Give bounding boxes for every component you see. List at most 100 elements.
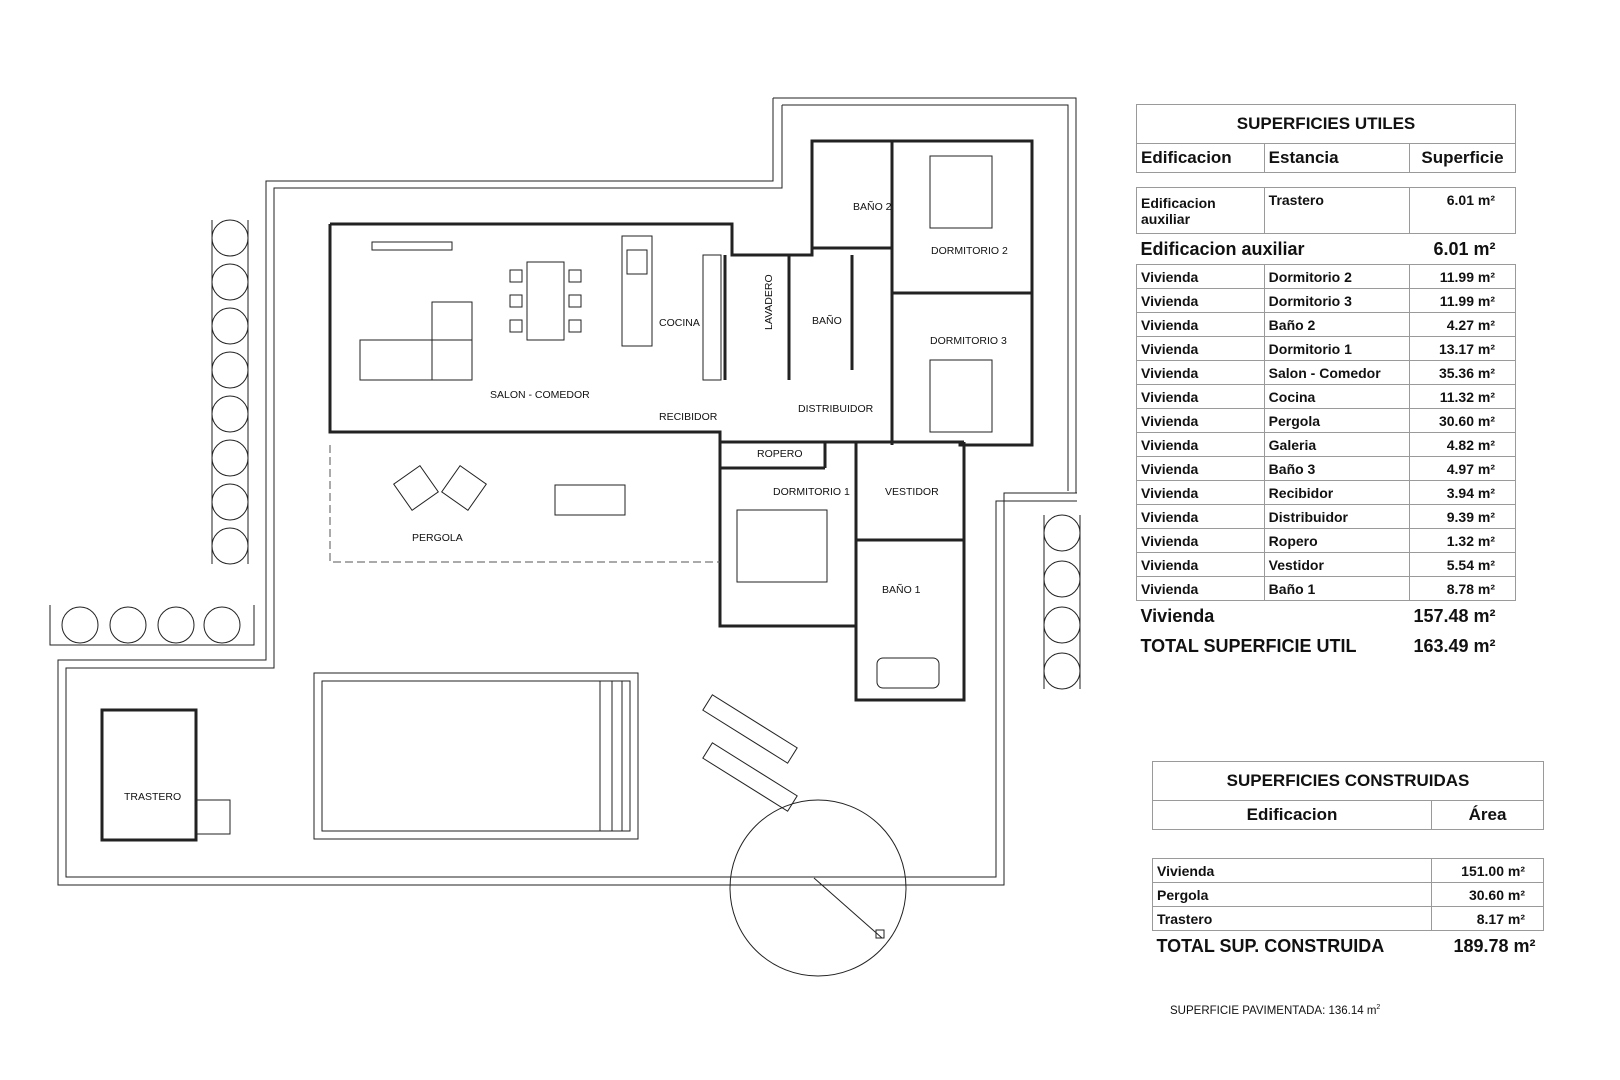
table-row-estancia: Galeria <box>1263 432 1410 457</box>
table-row-estancia: Salon - Comedor <box>1263 360 1410 385</box>
table-row-estancia: Pergola <box>1263 408 1410 433</box>
room-bano: BAÑO <box>812 314 842 327</box>
aux-estancia: Trastero <box>1263 187 1410 234</box>
room-ropero: ROPERO <box>757 448 803 460</box>
room-bano1: BAÑO 1 <box>882 583 921 596</box>
trees-bottom-left <box>61 606 241 644</box>
table-row-estancia: Dormitorio 2 <box>1263 264 1410 289</box>
table-row-superficie: 4.97 m² <box>1408 456 1517 481</box>
pergola-furniture <box>393 465 626 516</box>
table-row-estancia: Dormitorio 3 <box>1263 288 1410 313</box>
table-row-superficie: 11.99 m² <box>1408 288 1517 313</box>
trees-left <box>211 219 249 565</box>
table-row-area: 151.00 m² <box>1431 858 1544 883</box>
aux-total-value: 6.01 m² <box>1433 238 1496 259</box>
table-row-edificacion: Vivienda <box>1152 858 1432 883</box>
room-pergola: PERGOLA <box>412 532 463 544</box>
grand-total-value: 163.49 m² <box>1413 635 1496 656</box>
room-cocina: COCINA <box>659 317 700 329</box>
header-edificacion: Edificacion <box>1152 800 1432 830</box>
kitchen-island <box>621 235 722 381</box>
room-trastero: TRASTERO <box>124 791 181 803</box>
table-row-area: 30.60 m² <box>1431 882 1544 907</box>
table-row-edificacion: Vivienda <box>1136 264 1265 289</box>
room-distribuidor: DISTRIBUIDOR <box>798 403 874 415</box>
table-row-superficie: 3.94 m² <box>1408 480 1517 505</box>
table-row-superficie: 1.32 m² <box>1408 528 1517 553</box>
table-row-superficie: 8.78 m² <box>1408 576 1517 601</box>
room-vestidor: VESTIDOR <box>885 486 939 498</box>
table-row-edificacion: Vivienda <box>1136 456 1265 481</box>
construida-total-value: 189.78 m² <box>1453 935 1536 956</box>
superficie-pavimentada: SUPERFICIE PAVIMENTADA: 136.14 m2 <box>1170 1004 1380 1017</box>
plot-boundary <box>49 97 1077 886</box>
header-area: Área <box>1431 800 1544 830</box>
table-row-estancia: Cocina <box>1263 384 1410 409</box>
room-salon-comedor: SALON - COMEDOR <box>490 389 590 401</box>
pergola-outline <box>329 445 720 563</box>
superficies-construidas-table: SUPERFICIES CONSTRUIDAS Edificacion Área… <box>1152 761 1544 961</box>
table-row-superficie: 5.54 m² <box>1408 552 1517 577</box>
table-row-estancia: Baño 2 <box>1263 312 1410 337</box>
table-row-superficie: 11.32 m² <box>1408 384 1517 409</box>
header-edificacion: Edificacion <box>1136 143 1265 173</box>
table-row-edificacion: Trastero <box>1152 906 1432 931</box>
house-walls <box>328 139 1034 702</box>
table-row-edificacion: Vivienda <box>1136 528 1265 553</box>
table-row-edificacion: Vivienda <box>1136 480 1265 505</box>
bathtub <box>876 657 940 689</box>
dining-table <box>509 261 582 341</box>
room-dormitorio2: DORMITORIO 2 <box>931 245 1008 257</box>
vivienda-total-label: Vivienda <box>1140 605 1215 626</box>
table-row-edificacion: Vivienda <box>1136 432 1265 457</box>
room-lavadero: LAVADERO <box>763 274 775 330</box>
table-row-estancia: Dormitorio 1 <box>1263 336 1410 361</box>
trees-right <box>1043 514 1081 690</box>
header-superficie: Superficie <box>1408 143 1517 173</box>
table-row-estancia: Recibidor <box>1263 480 1410 505</box>
room-recibidor: RECIBIDOR <box>659 411 718 423</box>
table-row-edificacion: Vivienda <box>1136 360 1265 385</box>
grand-total-label: TOTAL SUPERFICIE UTIL <box>1140 635 1357 656</box>
floor-plan: SALON - COMEDOR COCINA LAVADERO BAÑO BAÑ… <box>49 97 1081 977</box>
utiles-title: SUPERFICIES UTILES <box>1136 104 1516 144</box>
room-dormitorio3: DORMITORIO 3 <box>930 335 1007 347</box>
pavimentada-unit-sup: 2 <box>1376 1004 1381 1011</box>
aux-edificacion: Edificacion auxiliar <box>1136 187 1265 234</box>
header-estancia: Estancia <box>1263 143 1410 173</box>
table-row-estancia: Ropero <box>1263 528 1410 553</box>
table-row-superficie: 4.27 m² <box>1408 312 1517 337</box>
table-row-superficie: 35.36 m² <box>1408 360 1517 385</box>
table-row-superficie: 4.82 m² <box>1408 432 1517 457</box>
table-row-edificacion: Vivienda <box>1136 408 1265 433</box>
sofa-furniture <box>359 241 473 381</box>
table-row-area: 8.17 m² <box>1431 906 1544 931</box>
table-row-edificacion: Vivienda <box>1136 576 1265 601</box>
table-row-edificacion: Vivienda <box>1136 312 1265 337</box>
table-row-edificacion: Vivienda <box>1136 336 1265 361</box>
trastero-building <box>100 708 231 842</box>
table-row-edificacion: Vivienda <box>1136 504 1265 529</box>
vivienda-total-value: 157.48 m² <box>1413 605 1496 626</box>
table-row-superficie: 11.99 m² <box>1408 264 1517 289</box>
table-row-superficie: 9.39 m² <box>1408 504 1517 529</box>
swimming-pool <box>313 672 639 840</box>
room-bano2: BAÑO 2 <box>853 200 892 213</box>
table-row-estancia: Baño 1 <box>1263 576 1410 601</box>
table-row-edificacion: Vivienda <box>1136 288 1265 313</box>
table-row-estancia: Vestidor <box>1263 552 1410 577</box>
pavimentada-label: SUPERFICIE PAVIMENTADA: 136.14 m <box>1170 1004 1377 1017</box>
construidas-title: SUPERFICIES CONSTRUIDAS <box>1152 761 1544 801</box>
beds <box>736 155 993 583</box>
table-row-edificacion: Pergola <box>1152 882 1432 907</box>
round-terrace <box>729 799 907 977</box>
table-row-estancia: Distribuidor <box>1263 504 1410 529</box>
room-dormitorio1: DORMITORIO 1 <box>773 486 850 498</box>
table-row-edificacion: Vivienda <box>1136 552 1265 577</box>
table-row-estancia: Baño 3 <box>1263 456 1410 481</box>
table-row-edificacion: Vivienda <box>1136 384 1265 409</box>
sun-loungers <box>702 694 798 812</box>
aux-superficie: 6.01 m² <box>1408 187 1517 234</box>
table-row-superficie: 13.17 m² <box>1408 336 1517 361</box>
aux-total-label: Edificacion auxiliar <box>1140 238 1305 259</box>
